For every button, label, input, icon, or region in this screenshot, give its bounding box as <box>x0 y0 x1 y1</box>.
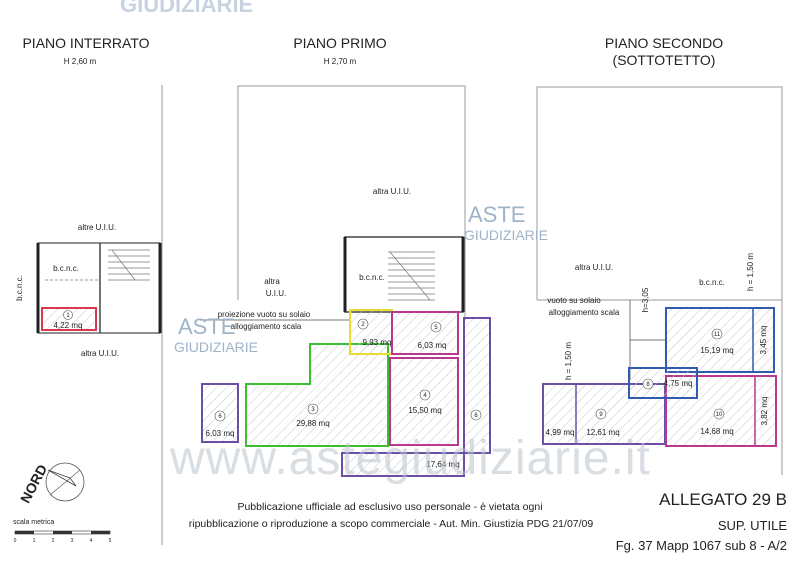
svg-text:6: 6 <box>218 414 222 420</box>
svg-text:4,22 mq: 4,22 mq <box>54 321 83 330</box>
svg-text:9: 9 <box>599 412 603 418</box>
svg-text:4,99 mq: 4,99 mq <box>546 428 575 437</box>
plan-primo <box>200 85 466 321</box>
allegato-title: ALLEGATO 29 B <box>659 490 787 509</box>
label-secondo-h305: h=3,05 <box>641 287 650 312</box>
svg-text:1: 1 <box>66 313 70 319</box>
svg-text:6,03 mq: 6,03 mq <box>418 341 447 350</box>
label-primo-altra-top: altra U.I.U. <box>373 187 411 196</box>
svg-text:15,19 mq: 15,19 mq <box>700 346 733 355</box>
svg-text:3,45 mq: 3,45 mq <box>759 326 768 355</box>
svg-text:2: 2 <box>361 322 365 328</box>
svg-text:3: 3 <box>71 538 74 544</box>
title-primo: PIANO PRIMO <box>293 35 386 51</box>
svg-text:ASTE: ASTE <box>178 314 235 339</box>
notice-line-1: Pubblicazione ufficiale ad esclusivo uso… <box>237 501 542 513</box>
svg-text:8: 8 <box>646 382 650 388</box>
allegato-ref: Fg. 37 Mapp 1067 sub 8 - A/2 <box>616 538 787 553</box>
svg-text:GIUDIZIARIE: GIUDIZIARIE <box>464 227 548 243</box>
compass-label: NORD <box>17 462 50 506</box>
svg-text:15,50 mq: 15,50 mq <box>408 406 441 415</box>
label-interrato-bcnc: b.c.n.c. <box>53 264 79 273</box>
watermark-top: GIUDIZIARIE <box>120 0 253 17</box>
label-primo-altra-left-1: altra <box>264 277 280 286</box>
label-secondo-vuoto-1: vuoto su solaio <box>547 296 601 305</box>
watermark-logo-2: ASTE GIUDIZIARIE <box>174 314 258 355</box>
room-8: 8 4,75 mq <box>628 367 698 399</box>
label-primo-proiezione-1: proiezione vuoto su solaio <box>218 310 311 319</box>
watermark-logo-1: ASTE GIUDIZIARIE <box>464 202 548 243</box>
svg-text:1: 1 <box>33 538 36 544</box>
room-6-left: 6 6,03 mq <box>201 383 239 443</box>
room-2: 2 9,93 mq <box>349 309 393 355</box>
label-interrato-altre: altre U.I.U. <box>78 223 116 232</box>
svg-text:29,88 mq: 29,88 mq <box>296 419 329 428</box>
room-4: 4 15,50 mq <box>389 357 459 446</box>
label-secondo-h150-left: h = 1,50 m <box>564 342 573 380</box>
height-interrato: H 2,60 m <box>64 57 97 66</box>
plan-interrato <box>36 85 163 545</box>
svg-text:6: 6 <box>474 413 478 419</box>
room-3: 3 29,88 mq <box>245 343 389 447</box>
svg-text:ASTE: ASTE <box>468 202 525 227</box>
height-primo: H 2,70 m <box>324 57 357 66</box>
svg-text:4: 4 <box>423 393 427 399</box>
svg-text:2: 2 <box>52 538 55 544</box>
svg-text:6,03 mq: 6,03 mq <box>206 429 235 438</box>
label-interrato-altra: altra U.I.U. <box>81 349 119 358</box>
title-secondo: PIANO SECONDO <box>605 35 723 51</box>
svg-text:4,75 mq: 4,75 mq <box>664 379 693 388</box>
svg-text:3,82 mq: 3,82 mq <box>760 397 769 426</box>
compass: NORD <box>17 462 85 506</box>
svg-text:4: 4 <box>90 538 93 544</box>
allegato-sub: SUP. UTILE <box>718 518 787 533</box>
svg-text:11: 11 <box>714 332 721 338</box>
label-secondo-altra: altra U.I.U. <box>575 263 613 272</box>
label-primo-altra-left-2: U.I.U. <box>266 289 286 298</box>
subtitle-secondo: (SOTTOTETTO) <box>613 52 716 68</box>
svg-text:14,68 mq: 14,68 mq <box>700 427 733 436</box>
svg-text:5: 5 <box>109 538 112 544</box>
svg-text:9,93 mq: 9,93 mq <box>363 338 392 347</box>
label-primo-proiezione-2: alloggiamento scala <box>231 322 302 331</box>
label-secondo-h150-right: h = 1,50 m <box>746 253 755 291</box>
notice-line-2: ripubblicazione o riproduzione a scopo c… <box>189 518 594 530</box>
label-interrato-bcnc-vertical: b.c.n.c. <box>15 275 24 301</box>
svg-text:17,64 mq: 17,64 mq <box>426 460 459 469</box>
label-primo-bcnc: b.c.n.c. <box>359 273 385 282</box>
room-1: 1 4,22 mq <box>41 307 97 331</box>
svg-text:12,61 mq: 12,61 mq <box>586 428 619 437</box>
title-interrato: PIANO INTERRATO <box>22 35 149 51</box>
svg-text:0: 0 <box>14 538 17 544</box>
svg-text:GIUDIZIARIE: GIUDIZIARIE <box>174 339 258 355</box>
label-secondo-bcnc: b.c.n.c. <box>699 278 725 287</box>
scale-bar: scala metrica 0 1 2 3 4 5 <box>13 519 112 544</box>
svg-text:10: 10 <box>716 412 723 418</box>
room-5: 5 6,03 mq <box>391 311 459 355</box>
svg-text:5: 5 <box>434 325 438 331</box>
svg-text:3: 3 <box>311 407 315 413</box>
room-6-strip: 6 17,64 mq <box>341 317 491 477</box>
label-secondo-vuoto-2: alloggiamento scala <box>549 308 620 317</box>
room-11: 11 15,19 mq 3,45 mq <box>665 307 775 373</box>
watermark-site: www.astegiudiziarie.it <box>169 432 651 485</box>
svg-text:scala metrica: scala metrica <box>13 519 54 526</box>
